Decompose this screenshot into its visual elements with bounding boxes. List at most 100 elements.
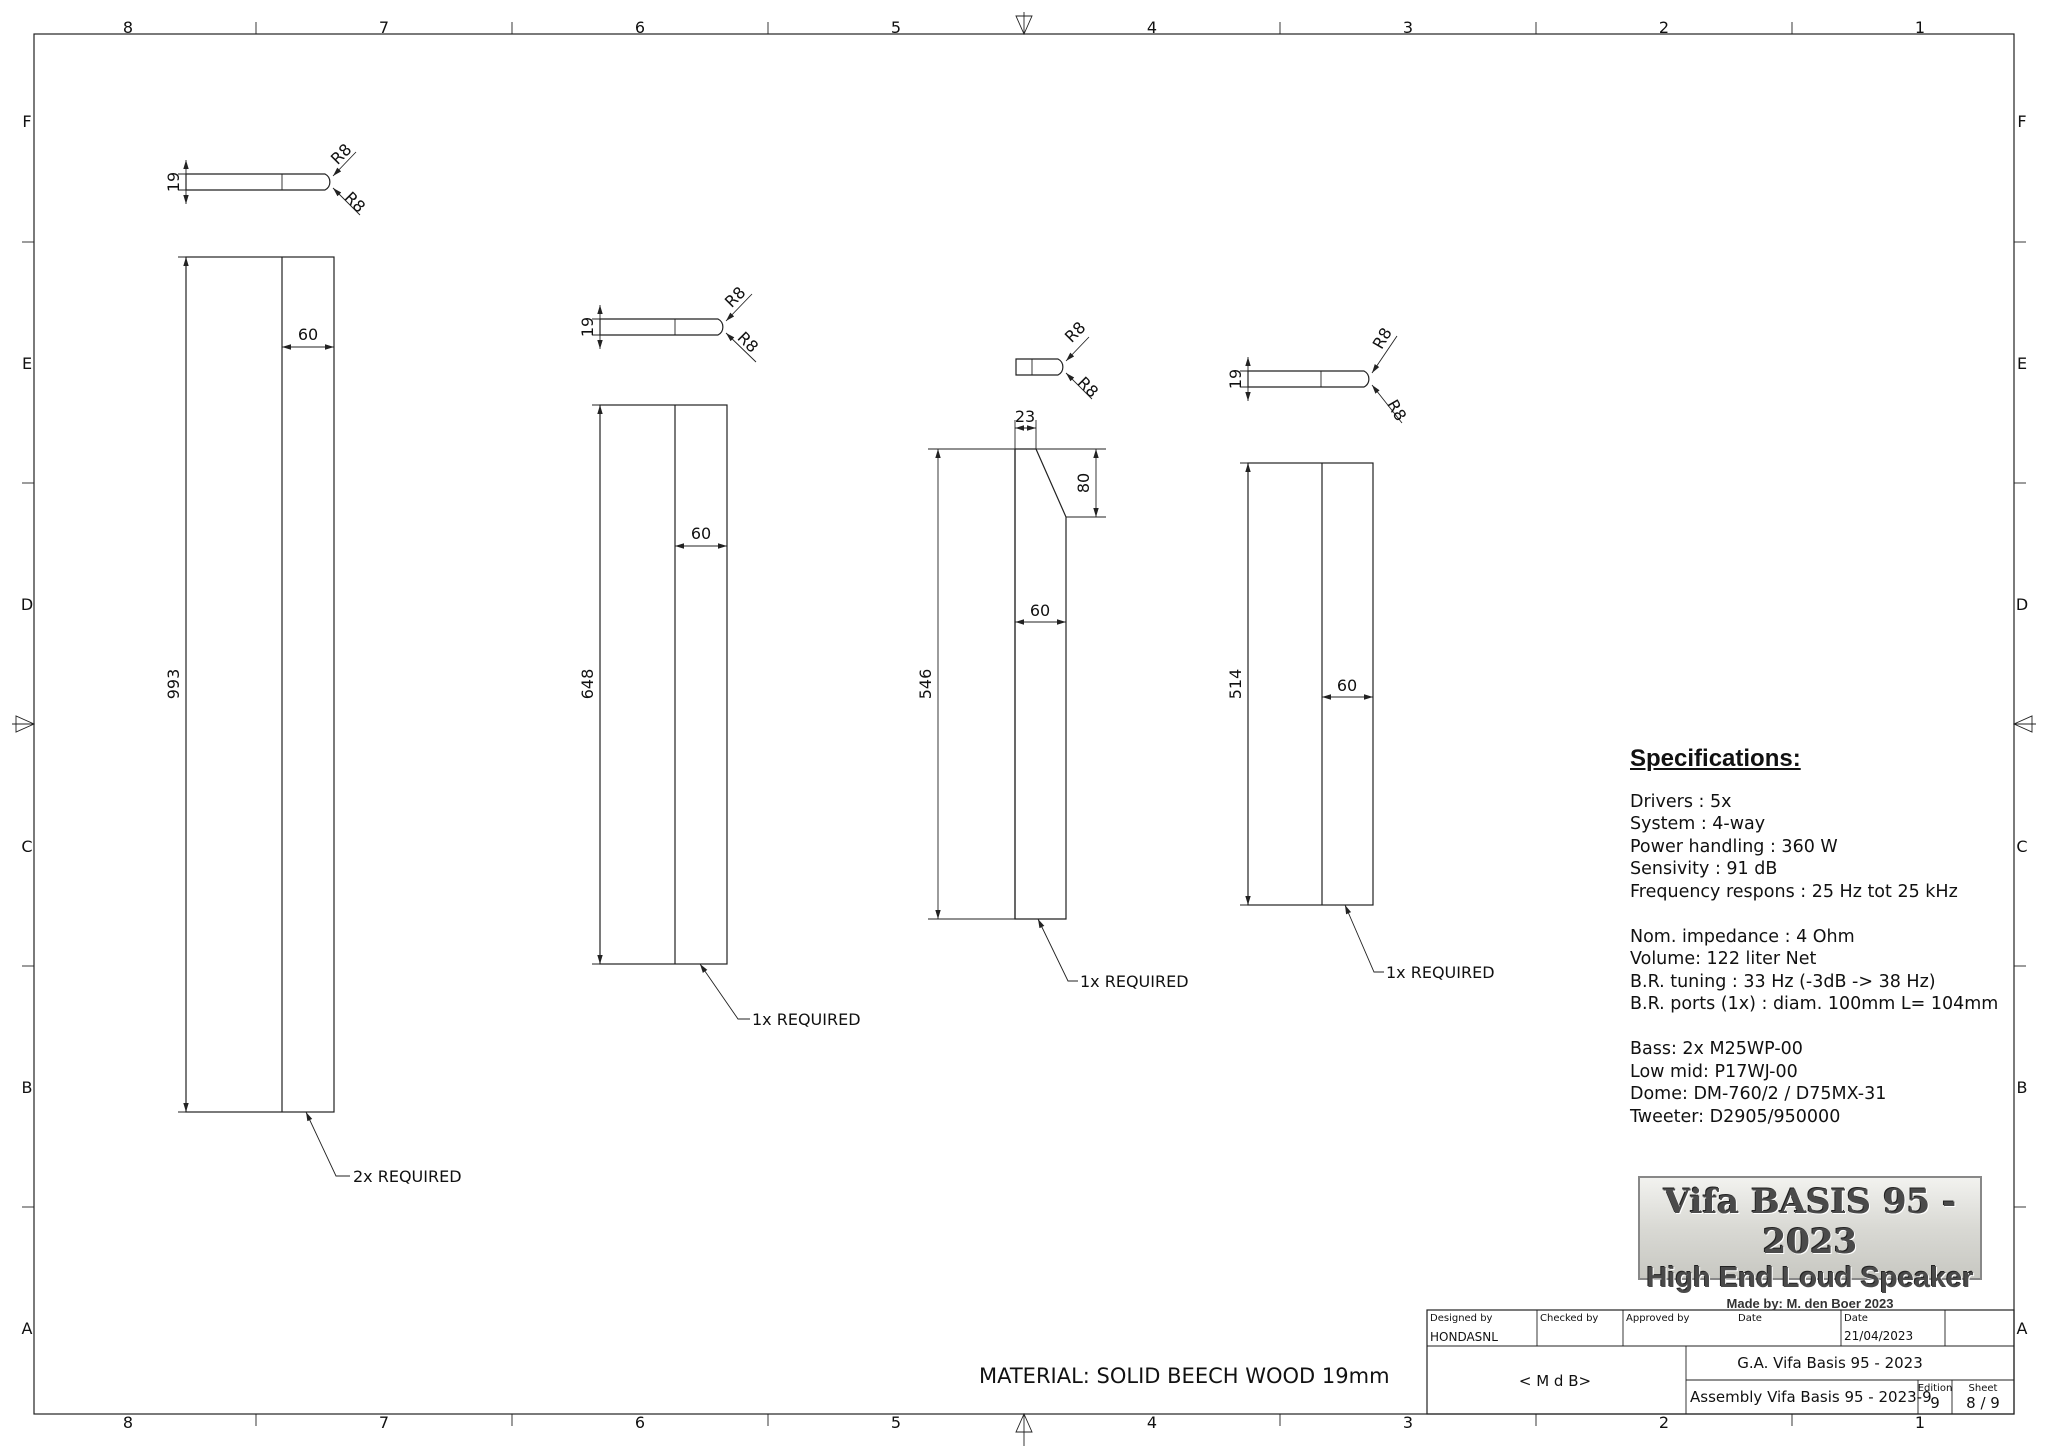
spec-spacer <box>1630 1016 2010 1038</box>
logo-line-3: Made by: M. den Boer 2023 <box>1726 1296 1894 1311</box>
part-4-required-label: 1x REQUIRED <box>1386 963 1495 982</box>
part-2-thickness-label: 19 <box>578 317 597 337</box>
approved-by-label: Approved by <box>1626 1313 1689 1324</box>
part-2-length-label: 648 <box>578 669 597 700</box>
logo-line-1: Vifa BASIS 95 - 2023 <box>1663 1182 1957 1262</box>
grid-row-label: A <box>2017 1319 2028 1338</box>
part-1-profile <box>185 256 335 1113</box>
part-1-thickness-label: 19 <box>164 172 183 192</box>
spec-line: Sensivity : 91 dB <box>1630 859 1778 880</box>
grid-col-label: 4 <box>1147 18 1157 37</box>
part-3-section-view: R8 R8 <box>1015 318 1102 401</box>
grid-row-label: E <box>2017 354 2027 373</box>
grid-row-label: A <box>22 1319 33 1338</box>
grid-row-label: F <box>2017 112 2026 131</box>
logo-line-2: High End Loud Speaker <box>1646 1262 1974 1294</box>
part-1-radius-top-label: R8 <box>327 140 355 168</box>
grid-column-labels-top: 8 7 6 5 4 3 2 1 <box>123 18 1925 37</box>
part-4-radius-top-label: R8 <box>1369 324 1396 352</box>
spec-line: Drivers : 5x <box>1630 791 1732 812</box>
designer-initials: < M d B> <box>1519 1372 1591 1390</box>
spec-line: Low mid: P17WJ-00 <box>1630 1061 1798 1082</box>
part-2-width-label: 60 <box>691 524 711 543</box>
grid-row-label: C <box>2016 837 2027 856</box>
grid-row-label: E <box>22 354 32 373</box>
grid-row-label: F <box>22 112 31 131</box>
grid-col-label: 3 <box>1403 18 1413 37</box>
part-1-length-label: 993 <box>164 669 183 700</box>
spec-line: Frequency respons : 25 Hz tot 25 kHz <box>1630 881 1958 902</box>
part-1: 19 R8 R8 993 60 2x REQUIRED <box>164 140 462 1186</box>
part-2-radius-top-label: R8 <box>721 283 749 311</box>
grid-col-label: 3 <box>1403 1413 1413 1432</box>
part-4-width-label: 60 <box>1337 676 1357 695</box>
grid-ticks <box>12 12 2036 1446</box>
spec-line: Tweeter: D2905/950000 <box>1630 1106 1841 1127</box>
grid-col-label: 7 <box>379 1413 389 1432</box>
material-note: MATERIAL: SOLID BEECH WOOD 19mm <box>979 1364 1390 1388</box>
grid-col-label: 1 <box>1915 1413 1925 1432</box>
spec-spacer <box>1630 904 2010 926</box>
part-4-length-label: 514 <box>1226 669 1245 700</box>
drawing-subtitle: Assembly Vifa Basis 95 - 2023-9 <box>1690 1388 1932 1406</box>
part-3-radius-top-label: R8 <box>1061 318 1089 346</box>
checked-by-label: Checked by <box>1540 1313 1598 1324</box>
part-4: 19 R8 R8 514 60 1x REQUIRED <box>1226 324 1495 982</box>
grid-column-labels-bottom: 8 7 6 5 4 3 2 1 <box>123 1413 1925 1432</box>
part-3-width-label: 60 <box>1030 601 1050 620</box>
part-3-radius-bottom-label: R8 <box>1074 373 1102 401</box>
grid-col-label: 2 <box>1659 18 1669 37</box>
part-4-radius-bottom-label: R8 <box>1383 396 1410 424</box>
grid-col-label: 6 <box>635 1413 645 1432</box>
part-1-section-view: 19 R8 R8 <box>164 140 369 216</box>
spec-line: Volume: 122 liter Net <box>1630 949 1817 970</box>
part-1-width-label: 60 <box>298 325 318 344</box>
designed-by-value: HONDASNL <box>1430 1330 1498 1344</box>
spec-line: Power handling : 360 W <box>1630 836 1838 857</box>
edition-value: 9 <box>1930 1394 1940 1412</box>
title-block: Designed by HONDASNL Checked by Approved… <box>1426 1309 2015 1415</box>
part-3: R8 R8 23 80 546 60 1x REQUIRED <box>916 318 1189 991</box>
part-3-profile <box>1014 448 1067 920</box>
sheet-value: 8 / 9 <box>1966 1394 2000 1412</box>
specifications-title: Specifications: <box>1630 745 1801 772</box>
date-label: Date <box>1844 1313 1868 1324</box>
grid-row-label: B <box>2017 1078 2028 1097</box>
grid-row-label: D <box>2016 595 2028 614</box>
drawing-title: G.A. Vifa Basis 95 - 2023 <box>1737 1354 1923 1372</box>
grid-row-label: B <box>22 1078 33 1097</box>
part-4-thickness-label: 19 <box>1226 369 1245 389</box>
grid-col-label: 8 <box>123 1413 133 1432</box>
grid-col-label: 8 <box>123 18 133 37</box>
part-1-required-label: 2x REQUIRED <box>353 1167 462 1186</box>
part-2-section-view: 19 R8 R8 <box>578 283 762 363</box>
part-4-section-view: 19 R8 R8 <box>1226 324 1410 424</box>
spec-line: B.R. ports (1x) : diam. 100mm L= 104mm <box>1630 994 1999 1015</box>
grid-col-label: 4 <box>1147 1413 1157 1432</box>
spec-line: Bass: 2x M25WP-00 <box>1630 1038 1803 1059</box>
part-3-top-width-label: 23 <box>1015 407 1035 426</box>
part-3-required-label: 1x REQUIRED <box>1080 972 1189 991</box>
grid-col-label: 1 <box>1915 18 1925 37</box>
part-2-radius-bottom-label: R8 <box>734 328 762 356</box>
grid-col-label: 6 <box>635 18 645 37</box>
spec-line: Nom. impedance : 4 Ohm <box>1630 926 1855 947</box>
spec-line: System : 4-way <box>1630 814 1766 835</box>
part-3-chamfer-height-label: 80 <box>1074 473 1093 493</box>
sheet-label: Sheet <box>1969 1383 1998 1394</box>
grid-col-label: 5 <box>891 18 901 37</box>
part-2: 19 R8 R8 648 60 1x REQUIRED <box>578 283 861 1029</box>
spec-line: Dome: DM-760/2 / D75MX-31 <box>1630 1084 1887 1105</box>
date-value: 21/04/2023 <box>1844 1329 1913 1343</box>
grid-row-label: C <box>21 837 32 856</box>
part-2-profile <box>599 404 728 965</box>
part-3-length-label: 546 <box>916 669 935 700</box>
grid-row-labels-right: F E D C B A <box>2016 112 2028 1338</box>
edition-label: Edition <box>1918 1383 1953 1394</box>
grid-col-label: 7 <box>379 18 389 37</box>
approval-date-label: Date <box>1738 1313 1762 1324</box>
spec-line: B.R. tuning : 33 Hz (-3dB -> 38 Hz) <box>1630 971 1936 992</box>
specifications-block: Specifications: Drivers : 5x System : 4-… <box>1630 745 2010 1128</box>
logo-plaque: Vifa BASIS 95 - 2023 High End Loud Speak… <box>1638 1176 1982 1311</box>
